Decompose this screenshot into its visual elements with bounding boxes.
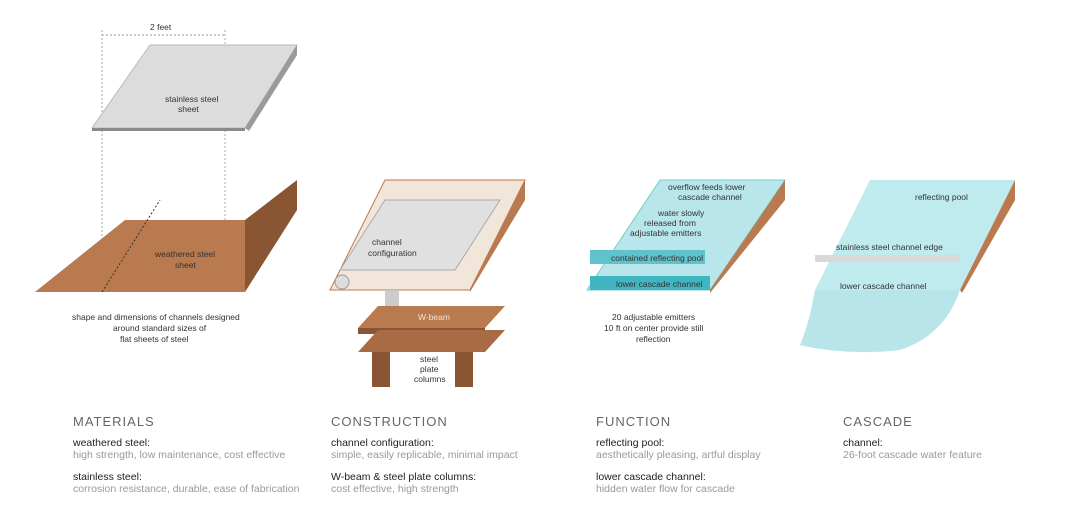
sheet-label: sheet bbox=[178, 104, 199, 114]
plate-column bbox=[372, 352, 390, 387]
function-illustration: overflow feeds lower cascade channel wat… bbox=[586, 179, 786, 344]
item-term: lower cascade channel: bbox=[596, 471, 706, 483]
weathered-sheet-wall bbox=[245, 180, 297, 292]
water-label: released from bbox=[644, 218, 696, 228]
overflow-label: cascade channel bbox=[678, 192, 742, 202]
item-desc: 26-foot cascade water feature bbox=[843, 449, 982, 461]
materials-caption: around standard sizes of bbox=[113, 323, 207, 333]
pool-label: contained reflecting pool bbox=[611, 253, 703, 263]
section-title: FUNCTION bbox=[596, 414, 672, 429]
function-caption: reflection bbox=[636, 334, 671, 344]
channel-label: configuration bbox=[368, 248, 417, 258]
item-term: reflecting pool: bbox=[596, 437, 665, 449]
construction-illustration: channel configuration W-beam steel plate… bbox=[329, 179, 526, 387]
cascade-water bbox=[800, 290, 960, 353]
reflecting-pool-band bbox=[590, 250, 705, 264]
item-term: weathered steel: bbox=[73, 437, 151, 449]
section-title: MATERIALS bbox=[73, 414, 155, 429]
pipe bbox=[334, 274, 350, 290]
item-desc: aesthetically pleasing, artful display bbox=[596, 449, 761, 461]
plate-column bbox=[455, 352, 473, 387]
water-label: adjustable emitters bbox=[630, 228, 701, 238]
item-desc: high strength, low maintenance, cost eff… bbox=[73, 449, 286, 461]
dimension-label: 2 feet bbox=[150, 22, 172, 32]
materials-illustration: 2 feet stainless steel sheet weathered s… bbox=[35, 22, 298, 344]
item-desc: corrosion resistance, durable, ease of f… bbox=[73, 483, 300, 495]
channel-wall bbox=[470, 180, 525, 292]
item-desc: cost effective, high strength bbox=[331, 483, 459, 495]
steel-edge bbox=[815, 255, 960, 262]
item-desc: simple, easily replicable, minimal impac… bbox=[331, 449, 518, 461]
wbeam-label: W-beam bbox=[418, 312, 450, 322]
stainless-sheet-top bbox=[91, 44, 298, 129]
plate-top bbox=[358, 330, 505, 352]
materials-caption: flat sheets of steel bbox=[120, 334, 189, 344]
section-title: CASCADE bbox=[843, 414, 913, 429]
section-construction: CONSTRUCTION channel configuration: simp… bbox=[331, 414, 581, 505]
columns-label: columns bbox=[414, 374, 446, 384]
water-label: water slowly bbox=[657, 208, 705, 218]
cascade-pool-label: reflecting pool bbox=[915, 192, 968, 202]
cascade-wall bbox=[960, 180, 1015, 293]
sheet-label: stainless steel bbox=[165, 94, 218, 104]
weathered-label: weathered steel bbox=[154, 249, 215, 259]
stainless-sheet-edge bbox=[245, 45, 297, 131]
item-term: W-beam & steel plate columns: bbox=[331, 471, 477, 483]
cascade-lower-label: lower cascade channel bbox=[840, 281, 927, 291]
section-cascade: CASCADE channel: 26-foot cascade water f… bbox=[843, 414, 1080, 471]
item-term: stainless steel: bbox=[73, 471, 142, 483]
weathered-sheet-base bbox=[35, 220, 245, 292]
item-desc: hidden water flow for cascade bbox=[596, 483, 735, 495]
overflow-label: overflow feeds lower bbox=[668, 182, 746, 192]
cascade-illustration: reflecting pool stainless steel channel … bbox=[800, 180, 1015, 353]
item-term: channel configuration: bbox=[331, 437, 434, 449]
lower-channel-band bbox=[590, 276, 710, 290]
cascade-pool bbox=[815, 180, 1015, 290]
lower-label: lower cascade channel bbox=[616, 279, 703, 289]
materials-caption: shape and dimensions of channels designe… bbox=[72, 312, 240, 322]
w-beam bbox=[358, 306, 505, 328]
pool-wall bbox=[710, 180, 785, 293]
function-caption: 10 ft on center provide still bbox=[604, 323, 703, 333]
weathered-label: sheet bbox=[175, 260, 196, 270]
item-term: channel: bbox=[843, 437, 883, 449]
diagram-illustrations: 2 feet stainless steel sheet weathered s… bbox=[35, 22, 1015, 387]
columns-label: steel bbox=[420, 354, 438, 364]
section-function: FUNCTION reflecting pool: aesthetically … bbox=[596, 414, 846, 505]
columns-label: plate bbox=[420, 364, 439, 374]
section-title: CONSTRUCTION bbox=[331, 414, 448, 429]
edge-label: stainless steel channel edge bbox=[836, 242, 943, 252]
stainless-sheet-front bbox=[92, 128, 245, 131]
channel-label: channel bbox=[372, 237, 402, 247]
function-caption: 20 adjustable emitters bbox=[612, 312, 695, 322]
section-materials: MATERIALS weathered steel: high strength… bbox=[73, 414, 323, 505]
steel-channel bbox=[339, 199, 501, 271]
